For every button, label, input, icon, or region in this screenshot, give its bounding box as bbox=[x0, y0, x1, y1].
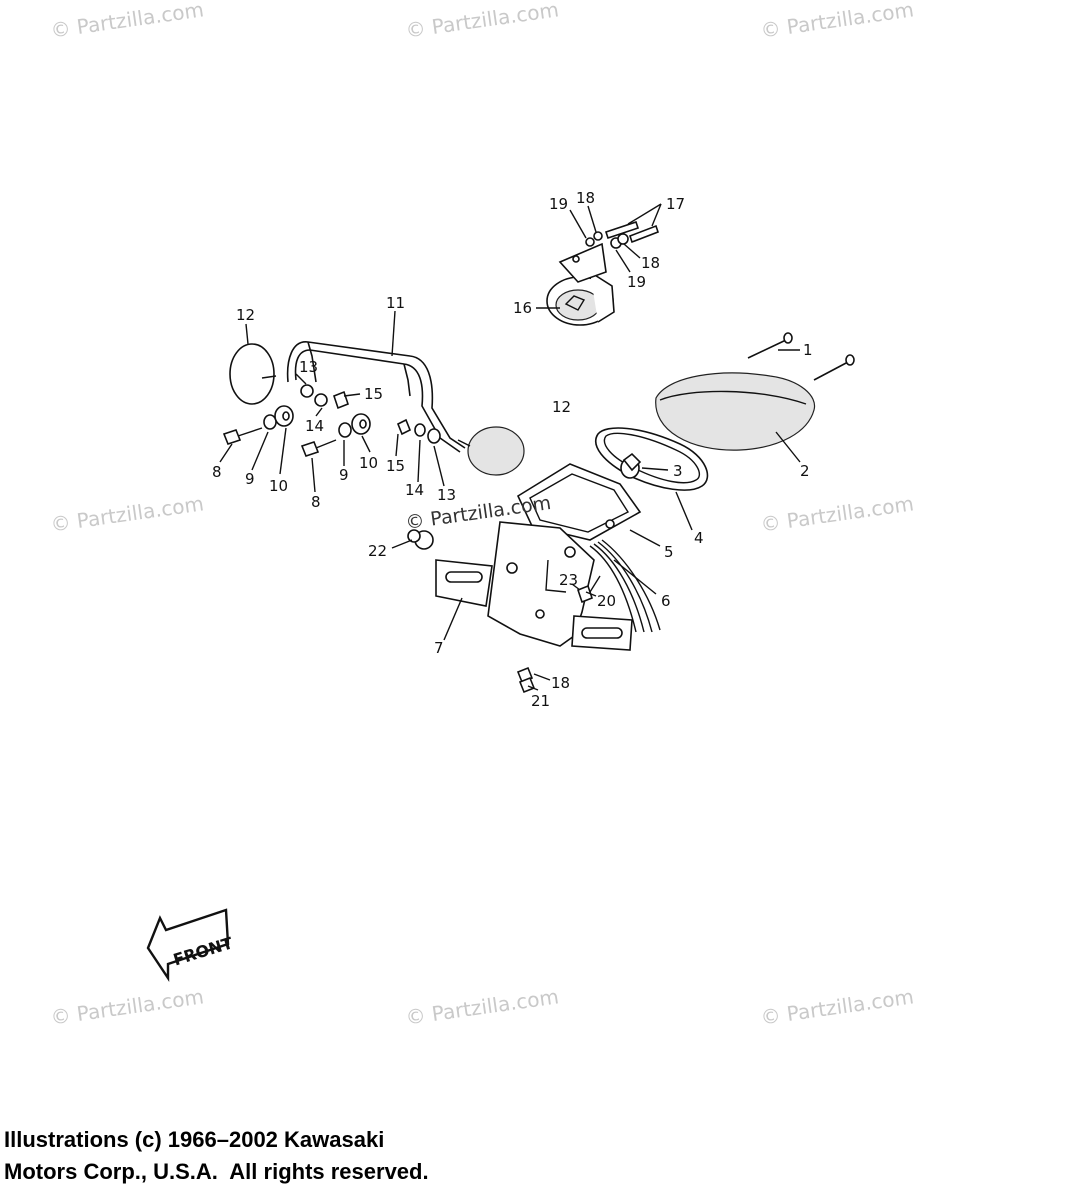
hardware-middle bbox=[300, 413, 441, 457]
part-1-screws bbox=[747, 332, 855, 381]
callout-8b: 8 bbox=[311, 493, 321, 511]
callout-2: 2 bbox=[800, 462, 810, 480]
callout-14a: 14 bbox=[305, 417, 324, 435]
callout-18b: 18 bbox=[641, 254, 660, 272]
copyright-notice: Illustrations (c) 1966–2002 Kawasaki Mot… bbox=[4, 1124, 429, 1188]
callout-4: 4 bbox=[694, 529, 704, 547]
callout-22: 22 bbox=[368, 542, 387, 560]
callout-9a: 9 bbox=[245, 470, 255, 488]
callout-18c: 18 bbox=[551, 674, 570, 692]
part-5-base bbox=[516, 463, 642, 541]
callout-23: 23 bbox=[559, 571, 578, 589]
callout-11: 11 bbox=[386, 294, 405, 312]
part-7-bracket bbox=[435, 521, 633, 651]
callout-12a: 12 bbox=[236, 306, 255, 324]
small-fasteners bbox=[407, 529, 601, 694]
callout-6: 6 bbox=[661, 592, 671, 610]
callout-7: 7 bbox=[434, 639, 444, 657]
callout-16: 16 bbox=[513, 299, 532, 317]
leader-lines bbox=[219, 203, 801, 691]
callout-13a: 13 bbox=[299, 358, 318, 376]
callout-14b: 14 bbox=[405, 481, 424, 499]
part-12-reflector-left bbox=[229, 343, 277, 405]
callout-5: 5 bbox=[664, 543, 674, 561]
copyright-line-1: Illustrations (c) 1966–2002 Kawasaki bbox=[4, 1127, 385, 1152]
copyright-line-2: Motors Corp., U.S.A. All rights reserved… bbox=[4, 1159, 429, 1184]
callout-3: 3 bbox=[673, 462, 683, 480]
part-4-gasket bbox=[595, 427, 709, 491]
callout-labels: 1 2 3 4 5 6 7 8 8 9 9 10 10 11 12 12 13 … bbox=[212, 189, 813, 710]
callout-20: 20 bbox=[597, 592, 616, 610]
part-2-lens bbox=[655, 372, 816, 451]
part-3-bulb bbox=[620, 452, 642, 479]
front-arrow-icon: FRONT bbox=[146, 908, 235, 982]
callout-13b: 13 bbox=[437, 486, 456, 504]
callout-15a: 15 bbox=[364, 385, 383, 403]
callout-17: 17 bbox=[666, 195, 685, 213]
callout-10b: 10 bbox=[359, 454, 378, 472]
callout-8a: 8 bbox=[212, 463, 222, 481]
callout-12b: 12 bbox=[552, 398, 571, 416]
part-12-reflector-right bbox=[457, 426, 525, 476]
callout-10a: 10 bbox=[269, 477, 288, 495]
callout-21: 21 bbox=[531, 692, 550, 710]
callout-18a: 18 bbox=[576, 189, 595, 207]
callout-1: 1 bbox=[803, 341, 813, 359]
callout-15b: 15 bbox=[386, 457, 405, 475]
callout-9b: 9 bbox=[339, 466, 349, 484]
callout-19a: 19 bbox=[549, 195, 568, 213]
part-6-wires bbox=[589, 539, 661, 633]
callout-19b: 19 bbox=[627, 273, 646, 291]
part-16-assembly bbox=[546, 220, 660, 326]
